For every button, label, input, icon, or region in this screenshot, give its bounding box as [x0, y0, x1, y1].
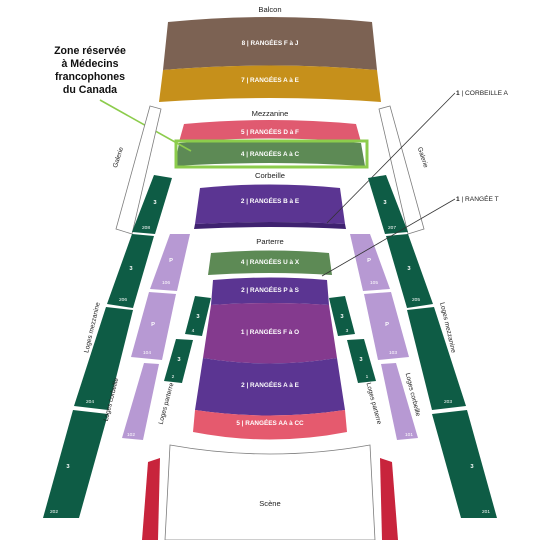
loge-207-num: 207	[388, 225, 396, 231]
section-parterre-5-label: 5 | RANGÉES AA à CC	[236, 418, 304, 427]
loge-205-num: 205	[412, 297, 420, 303]
mezzanine-heading: Mezzanine	[252, 109, 289, 118]
section-parterre-4-label: 4 | RANGÉES U à X	[241, 257, 300, 266]
loge-parterre-4-three: 3	[196, 314, 200, 320]
loge-206-three: 3	[129, 266, 133, 272]
loge-parterre-4-num: 4	[192, 328, 195, 334]
stage	[164, 444, 376, 540]
loge-102[interactable]	[122, 363, 159, 440]
loge-parterre-1[interactable]	[347, 339, 376, 383]
section-parterre-1[interactable]	[203, 303, 337, 364]
loge-206[interactable]	[107, 234, 154, 308]
loge-104-p: P	[151, 322, 155, 328]
loge-203[interactable]	[407, 307, 466, 410]
loge-204-num: 204	[86, 399, 94, 405]
section-balcon-7-label: 7 | RANGÉES A à E	[241, 75, 300, 84]
loge-parterre-2-num: 2	[172, 374, 175, 380]
loge-parterre-2[interactable]	[164, 339, 193, 383]
scene-side-left	[142, 458, 160, 540]
loge-106-num: 106	[162, 280, 170, 286]
section-mezzanine-5[interactable]	[179, 120, 361, 142]
section-parterre-5[interactable]	[193, 410, 347, 440]
loge-105-p: P	[367, 258, 371, 264]
loge-parterre-4[interactable]	[185, 296, 211, 336]
loge-207[interactable]	[368, 175, 408, 234]
loge-parterre-1-three: 3	[359, 357, 363, 363]
loge-203-num: 203	[444, 399, 452, 405]
callout-line-1: Zone réservée	[54, 45, 126, 57]
loges-parterre-left-label: Loges parterre	[158, 382, 176, 426]
galerie-left-label: Galerie	[112, 146, 125, 169]
section-balcon-8[interactable]	[163, 17, 377, 70]
loge-202[interactable]	[43, 410, 108, 518]
note-rangee-t-num: 1	[456, 196, 460, 203]
galerie-right-label: Galerie	[416, 146, 429, 169]
loge-102-num: 102	[127, 432, 135, 438]
section-parterre-1-label: 1 | RANGÉES F à O	[241, 327, 299, 336]
loge-105[interactable]	[350, 234, 390, 291]
loge-106[interactable]	[150, 234, 190, 291]
loge-202-three: 3	[66, 464, 70, 470]
section-mezzanine-4[interactable]	[175, 139, 365, 167]
loge-201[interactable]	[432, 410, 497, 518]
loge-parterre-3-three: 3	[340, 314, 344, 320]
callout-line-3: francophones	[55, 71, 125, 83]
note-corbeille-a-num: 1	[456, 90, 460, 97]
loge-206-num: 206	[119, 297, 127, 303]
loge-201-num: 201	[482, 509, 490, 515]
loge-101-num: 101	[405, 432, 413, 438]
section-balcon-8-label: 8 | RANGÉES F à J	[242, 38, 299, 47]
loges-parterre-right-label: Loges parterre	[365, 382, 383, 426]
note-corbeille-a: 1 | CORBEILLE A	[456, 90, 509, 97]
section-corbeille-a[interactable]	[194, 222, 346, 229]
loge-103-num: 103	[389, 350, 397, 356]
section-parterre-4[interactable]	[208, 250, 332, 276]
section-balcon-7[interactable]	[159, 65, 381, 103]
loge-205-three: 3	[407, 266, 411, 272]
reserved-zone-highlight	[174, 139, 369, 169]
scene-side-right	[380, 458, 398, 540]
loge-parterre-1-num: 1	[366, 374, 369, 380]
section-mezzanine-5-label: 5 | RANGÉES D à F	[241, 127, 299, 136]
loge-207-three: 3	[383, 200, 387, 206]
section-parterre-2-top[interactable]	[211, 277, 329, 306]
callout-line-4: du Canada	[63, 84, 117, 96]
note-rangee-t: 1 | RANGÉE T	[456, 194, 499, 203]
loge-208[interactable]	[132, 175, 172, 234]
loge-103-p: P	[385, 322, 389, 328]
note-rangee-t-pointer	[321, 198, 456, 277]
loge-208-three: 3	[153, 200, 157, 206]
loge-parterre-2-three: 3	[177, 357, 181, 363]
parterre-heading: Parterre	[256, 237, 283, 246]
section-mezzanine-4-label: 4 | RANGÉES A à C	[241, 149, 300, 158]
loge-208-num: 208	[142, 225, 150, 231]
balcon-heading: Balcon	[258, 5, 281, 14]
loge-201-three: 3	[470, 464, 474, 470]
galerie-right	[378, 105, 425, 235]
section-parterre-2-top-label: 2 | RANGÉES P à S	[241, 285, 300, 294]
note-rangee-t-text: | RANGÉE T	[460, 194, 499, 203]
stage-label: Scène	[259, 499, 281, 508]
loge-101[interactable]	[381, 363, 418, 440]
corbeille-heading: Corbeille	[255, 171, 285, 180]
loge-105-num: 105	[370, 280, 378, 286]
loge-106-p: P	[169, 258, 173, 264]
section-corbeille-2[interactable]	[195, 184, 345, 225]
loge-parterre-3-num: 3	[346, 328, 349, 334]
section-parterre-2-bottom-label: 2 | RANGÉES A à E	[241, 380, 300, 389]
loge-104-num: 104	[143, 350, 151, 356]
section-parterre-2-bottom[interactable]	[195, 358, 345, 416]
loge-103[interactable]	[364, 292, 409, 360]
loge-parterre-3[interactable]	[329, 296, 355, 336]
note-corbeille-a-text: | CORBEILLE A	[460, 90, 509, 97]
callout-line-2: à Médecins	[61, 58, 118, 70]
loge-205[interactable]	[386, 234, 433, 308]
section-corbeille-2-label: 2 | RANGÉES B à E	[241, 196, 300, 205]
note-corbeille-a-pointer	[326, 92, 456, 224]
loge-104[interactable]	[131, 292, 176, 360]
loge-204[interactable]	[74, 307, 133, 410]
loge-202-num: 202	[50, 509, 58, 515]
